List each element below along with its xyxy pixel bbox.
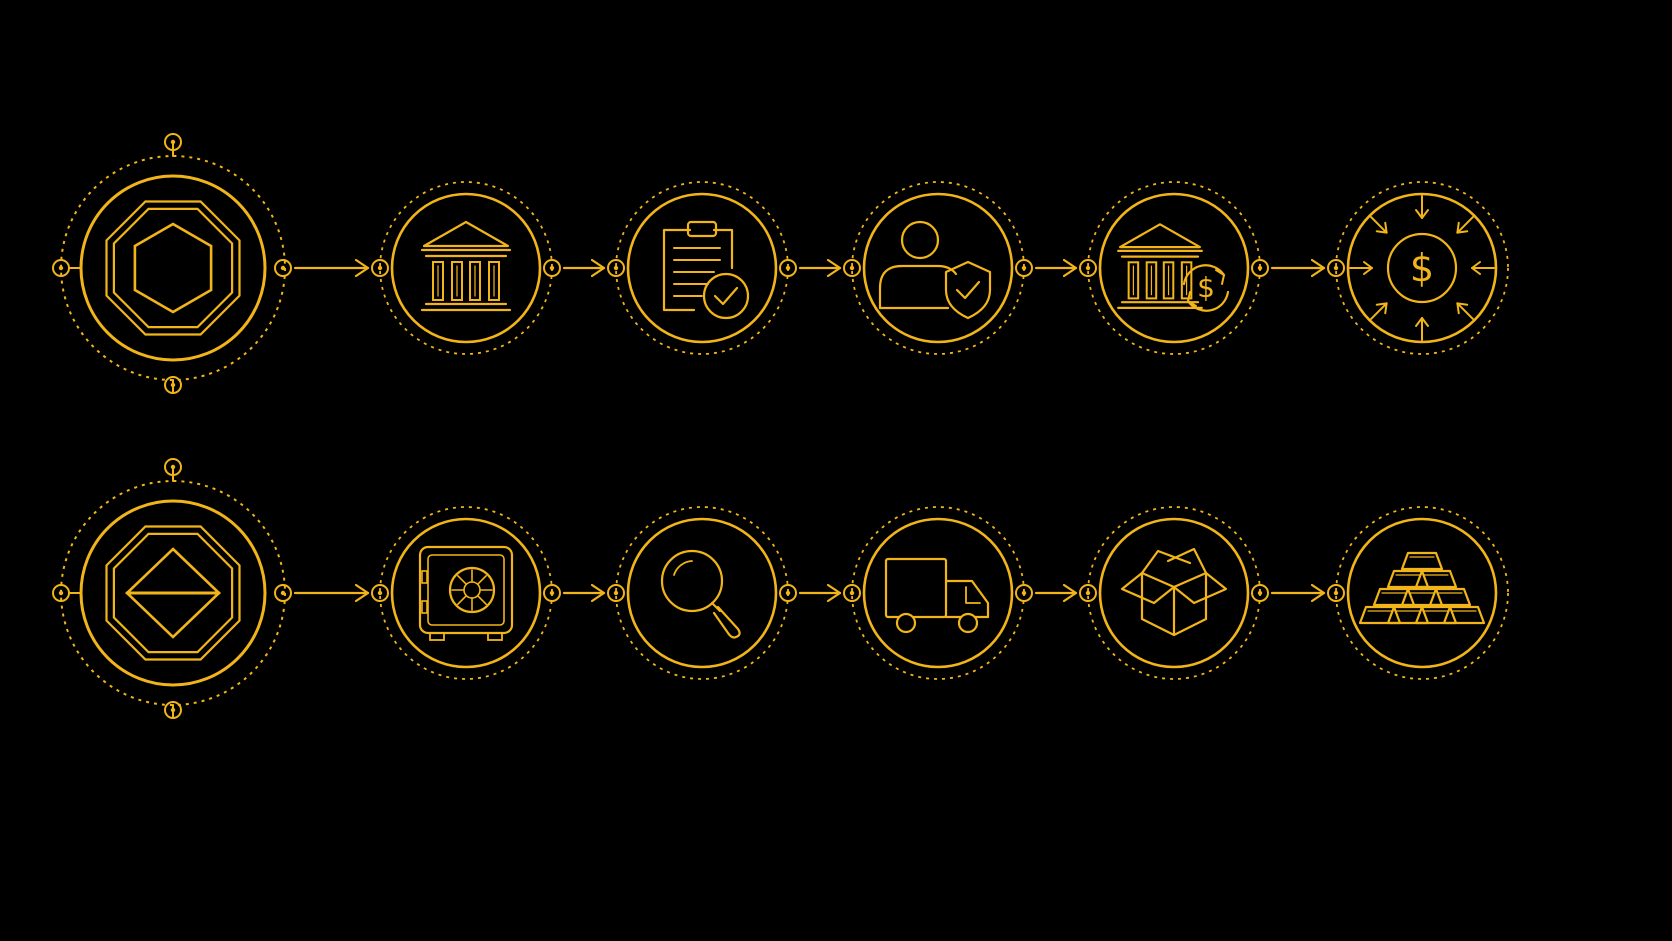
connector-node	[543, 584, 561, 602]
flow-row-1: $$	[52, 133, 1509, 394]
step-node	[1079, 506, 1269, 680]
connector-node	[1251, 259, 1269, 277]
connector-node	[1079, 259, 1097, 277]
connector-node	[843, 259, 861, 277]
gold-bars-icon	[1358, 551, 1486, 625]
clipboard-check-icon	[662, 220, 750, 320]
connector-node	[164, 376, 182, 394]
connector-node	[164, 133, 182, 151]
connector-node	[1015, 584, 1033, 602]
connector-node	[1327, 584, 1345, 602]
open-box-icon	[1120, 547, 1228, 637]
flow-arrow	[1034, 258, 1078, 278]
flow-arrow	[293, 583, 370, 603]
connector-node	[52, 584, 70, 602]
svg-text:$: $	[1410, 246, 1434, 290]
connector-node	[779, 259, 797, 277]
connector-node	[1079, 584, 1097, 602]
connector-node	[1327, 259, 1345, 277]
connector-node	[371, 259, 389, 277]
step-node	[371, 181, 561, 355]
connector-node	[1251, 584, 1269, 602]
flow-arrow	[798, 258, 842, 278]
connector-node	[1015, 259, 1033, 277]
user-shield-icon	[878, 220, 992, 320]
delivery-truck-icon	[884, 557, 990, 634]
connector-node	[543, 259, 561, 277]
bank-dollar-cycle-icon: $	[1117, 223, 1230, 312]
connector-node	[607, 584, 625, 602]
octagon-frame	[105, 525, 241, 661]
octagon-frame	[105, 200, 241, 336]
flow-arrow	[1270, 583, 1326, 603]
hub-node	[52, 458, 292, 719]
connector-node	[779, 584, 797, 602]
flow-arrow	[293, 258, 370, 278]
flow-arrow	[1034, 583, 1078, 603]
step-node	[843, 506, 1033, 680]
connector-node	[274, 259, 292, 277]
svg-text:$: $	[1197, 271, 1215, 304]
step-node	[607, 181, 797, 355]
step-node	[607, 506, 797, 680]
dollar-inflow-icon: $	[1349, 195, 1495, 341]
step-node: $	[1327, 181, 1509, 355]
flow-arrow	[1270, 258, 1326, 278]
safe-vault-icon	[418, 545, 514, 641]
bank-icon	[420, 220, 512, 312]
connector-node	[607, 259, 625, 277]
hexagon-token-icon	[133, 222, 213, 314]
flow-row-2	[52, 458, 1509, 719]
flow-arrow	[562, 583, 606, 603]
flow-arrow	[798, 583, 842, 603]
connector-node	[274, 584, 292, 602]
connector-node	[52, 259, 70, 277]
step-node	[843, 181, 1033, 355]
connector-node	[843, 584, 861, 602]
flow-arrow	[562, 258, 606, 278]
hub-node	[52, 133, 292, 394]
connector-node	[164, 701, 182, 719]
step-node	[371, 506, 561, 680]
magnifier-icon	[660, 549, 741, 639]
step-node: $	[1079, 181, 1269, 355]
diamond-token-icon	[125, 547, 221, 639]
step-node	[1327, 506, 1509, 680]
connector-node	[164, 458, 182, 476]
connector-node	[371, 584, 389, 602]
